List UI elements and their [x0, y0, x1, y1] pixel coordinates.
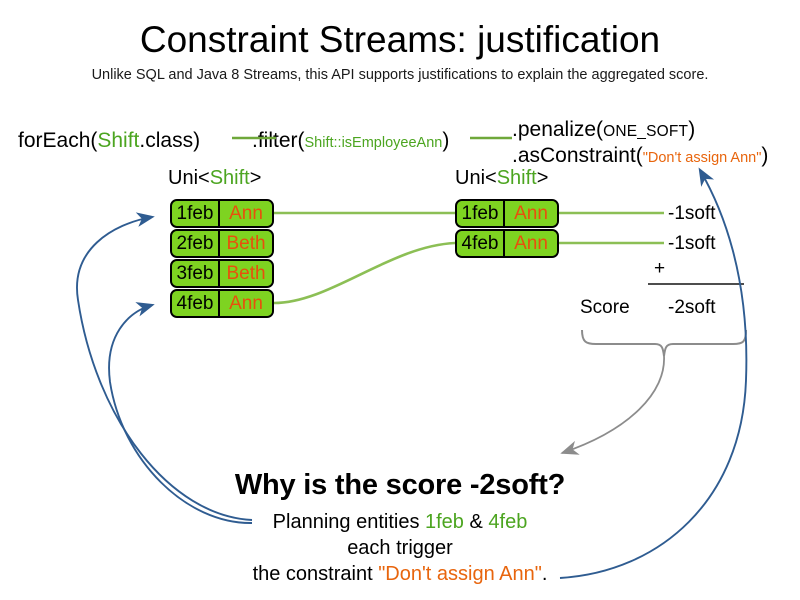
tuple-left-2-name: Beth [220, 261, 272, 286]
code-penalize-tail: ) [688, 118, 696, 141]
code-penalize: .penalize(ONE_SOFT) [512, 117, 695, 145]
score-brace [581, 329, 747, 357]
code-foreach-tail: .class) [139, 129, 201, 152]
explanation-constraint-name: "Don't assign Ann" [378, 563, 542, 585]
explanation-heading: Why is the score -2soft? [234, 469, 566, 501]
tuple-left-3[interactable]: 4feb Ann [170, 289, 274, 318]
tuple-left-1-name: Beth [220, 231, 272, 256]
tuple-left-1[interactable]: 2feb Beth [170, 229, 274, 258]
tuple-left-2[interactable]: 3feb Beth [170, 259, 274, 288]
code-foreach-type: Shift [97, 129, 140, 152]
score-total-value: -2soft [668, 297, 716, 318]
page-subtitle: Unlike SQL and Java 8 Streams, this API … [91, 67, 709, 83]
code-asconstraint-tail: ) [761, 144, 769, 167]
penalty-label-1: -1soft [668, 233, 716, 254]
tuple-left-0-date: 1feb [172, 201, 220, 226]
tuple-right-1-name: Ann [505, 231, 557, 256]
code-filter-tail: ) [442, 129, 450, 152]
tuple-right-0-date: 1feb [457, 201, 505, 226]
explanation-line-2: each trigger [347, 537, 453, 559]
tuple-left-3-name: Ann [220, 291, 272, 316]
page-title: Constraint Streams: justification [139, 19, 661, 60]
sum-divider-line [648, 283, 744, 285]
uni-left-prefix: Uni< [168, 167, 210, 189]
penalty-label-0: -1soft [668, 203, 716, 224]
code-foreach: forEach(Shift.class) [18, 128, 200, 154]
tuple-right-0[interactable]: 1feb Ann [455, 199, 559, 228]
code-filter: .filter(Shift::isEmployeeAnn) [252, 128, 449, 156]
flow-line-4feb [273, 241, 456, 305]
code-foreach-method: forEach( [18, 129, 98, 152]
uni-left-suffix: > [249, 167, 262, 189]
code-penalize-method: .penalize( [512, 118, 604, 141]
tuple-left-0-name: Ann [220, 201, 272, 226]
explanation-amp: & [463, 511, 489, 533]
score-label: Score [580, 297, 630, 318]
code-filter-arg: Shift::isEmployeeAnn [304, 135, 443, 151]
explanation-line-1: Planning entities 1feb & 4feb [0, 510, 800, 534]
explanation-line3-prefix: the constraint [252, 563, 379, 585]
uni-left-type: Shift [209, 167, 250, 189]
explanation-line-3: the constraint "Don't assign Ann". [0, 562, 800, 586]
tuple-right-1-date: 4feb [457, 231, 505, 256]
tuple-left-1-date: 2feb [172, 231, 220, 256]
code-asconstraint-arg: "Don't assign Ann" [642, 150, 762, 166]
brace-to-question-arrow [560, 355, 665, 455]
code-filter-method: .filter( [252, 129, 305, 152]
explanation-line3-suffix: . [541, 563, 548, 585]
uni-label-left: Uni<Shift> [168, 166, 261, 190]
uni-right-prefix: Uni< [455, 167, 497, 189]
uni-right-suffix: > [536, 167, 549, 189]
explanation-entity-b: 4feb [488, 511, 528, 533]
tuple-left-0[interactable]: 1feb Ann [170, 199, 274, 228]
explanation-line1-prefix: Planning entities [272, 511, 425, 533]
explanation-entity-a: 1feb [425, 511, 464, 533]
code-asconstraint-method: .asConstraint( [512, 144, 643, 167]
tuple-right-1[interactable]: 4feb Ann [455, 229, 559, 258]
tuple-left-3-date: 4feb [172, 291, 220, 316]
code-asconstraint: .asConstraint("Don't assign Ann") [512, 143, 768, 171]
sum-plus-sign: + [654, 258, 666, 279]
tuple-right-0-name: Ann [505, 201, 557, 226]
uni-right-type: Shift [496, 167, 537, 189]
uni-label-right: Uni<Shift> [455, 166, 548, 190]
tuple-left-2-date: 3feb [172, 261, 220, 286]
code-penalize-arg: ONE_SOFT [603, 123, 689, 140]
